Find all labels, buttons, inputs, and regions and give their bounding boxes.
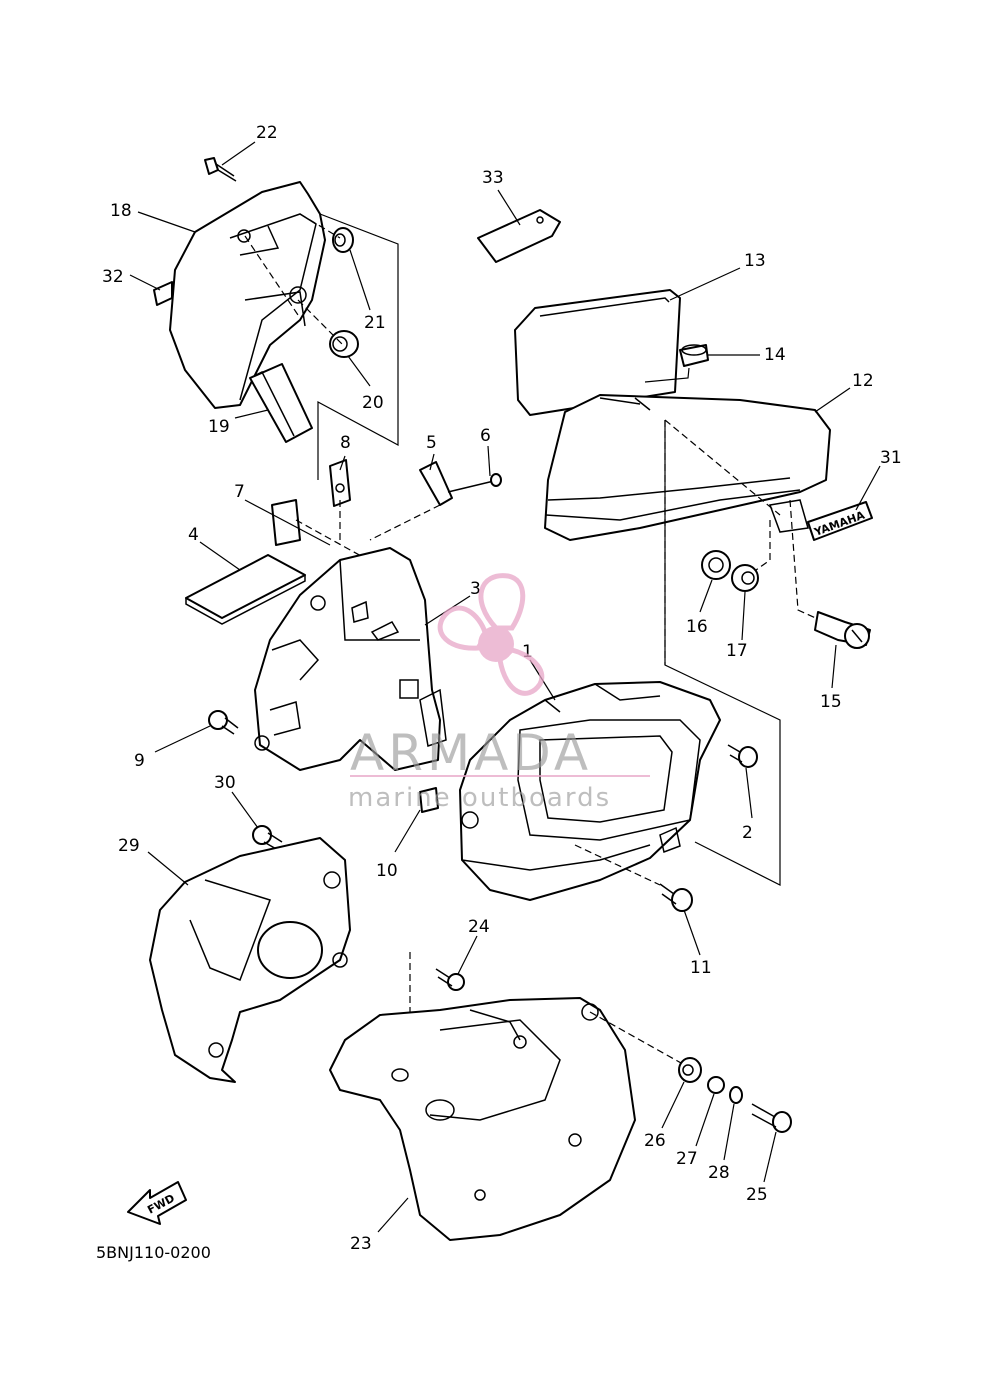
part-20-grommet xyxy=(329,330,359,358)
callout-1: 1 xyxy=(522,642,533,662)
part-23-engine-cover xyxy=(329,997,636,1241)
part-8-clip xyxy=(329,459,351,507)
callout-10: 10 xyxy=(376,861,398,881)
part-21-grommet xyxy=(332,227,354,253)
callout-4: 4 xyxy=(188,525,199,545)
part-33-clip xyxy=(477,209,561,263)
fwd-arrow-icon: FWD xyxy=(127,1181,187,1225)
propeller-logo-icon xyxy=(437,573,545,696)
callout-16: 16 xyxy=(686,617,708,637)
part-4-pad xyxy=(185,554,306,625)
diagram-code: 5BNJ110-0200 xyxy=(96,1243,211,1262)
callout-11: 11 xyxy=(690,958,712,978)
callout-numbers: 22 18 32 21 20 19 33 13 14 12 31 8 5 6 7… xyxy=(102,123,902,1254)
leader-lines xyxy=(129,141,881,1233)
part-30-bolt xyxy=(252,825,283,851)
callout-12: 12 xyxy=(852,371,874,391)
part-9-bolt xyxy=(208,710,239,735)
callout-21: 21 xyxy=(364,313,386,333)
part-3-bracket xyxy=(254,547,447,771)
callout-33: 33 xyxy=(482,168,504,188)
part-7-pad xyxy=(271,499,301,546)
part-5-bracket xyxy=(419,461,453,506)
watermark-brand: ARMADA xyxy=(350,724,592,782)
watermark-logo: ARMADA marine outboards xyxy=(348,573,650,813)
part-27-collar xyxy=(707,1076,725,1094)
callout-14: 14 xyxy=(764,345,786,365)
callout-20: 20 xyxy=(362,393,384,413)
callout-19: 19 xyxy=(208,417,230,437)
part-14-grommet xyxy=(679,344,709,367)
part-16-nut xyxy=(701,550,731,580)
callout-30: 30 xyxy=(214,773,236,793)
callout-17: 17 xyxy=(726,641,748,661)
part-18-left-cover xyxy=(169,181,326,409)
part-29-engine-cover xyxy=(149,837,351,1083)
part-31-yamaha-emblem: YAMAHA xyxy=(807,501,873,541)
part-25-bolt xyxy=(751,1103,792,1133)
callout-15: 15 xyxy=(820,692,842,712)
part-17-grommet xyxy=(731,564,759,592)
callout-2: 2 xyxy=(742,823,753,843)
part-6-screw xyxy=(447,473,502,493)
callout-13: 13 xyxy=(744,251,766,271)
part-15-lock xyxy=(814,611,871,649)
callout-31: 31 xyxy=(880,448,902,468)
part-19-pad xyxy=(249,363,313,443)
callout-24: 24 xyxy=(468,917,490,937)
part-22-bolt xyxy=(204,157,237,182)
part-11-bolt xyxy=(659,883,693,912)
part-26-grommet xyxy=(678,1057,702,1083)
callout-25: 25 xyxy=(746,1185,768,1205)
callout-27: 27 xyxy=(676,1149,698,1169)
part-24-bolt xyxy=(435,968,465,991)
callout-28: 28 xyxy=(708,1163,730,1183)
callout-5: 5 xyxy=(426,433,437,453)
callout-32: 32 xyxy=(102,267,124,287)
callout-8: 8 xyxy=(340,433,351,453)
callout-29: 29 xyxy=(118,836,140,856)
callout-7: 7 xyxy=(234,482,245,502)
callout-9: 9 xyxy=(134,751,145,771)
watermark-tagline: marine outboards xyxy=(348,783,611,813)
callout-3: 3 xyxy=(470,579,481,599)
callout-22: 22 xyxy=(256,123,278,143)
part-12-side-cover xyxy=(544,394,831,541)
part-2-bolt xyxy=(727,744,758,768)
callout-23: 23 xyxy=(350,1234,372,1254)
part-28-washer xyxy=(729,1086,743,1104)
callout-26: 26 xyxy=(644,1131,666,1151)
part-32-label xyxy=(153,281,173,306)
callout-18: 18 xyxy=(110,201,132,221)
part-10-clip xyxy=(419,787,439,813)
callout-6: 6 xyxy=(480,426,491,446)
